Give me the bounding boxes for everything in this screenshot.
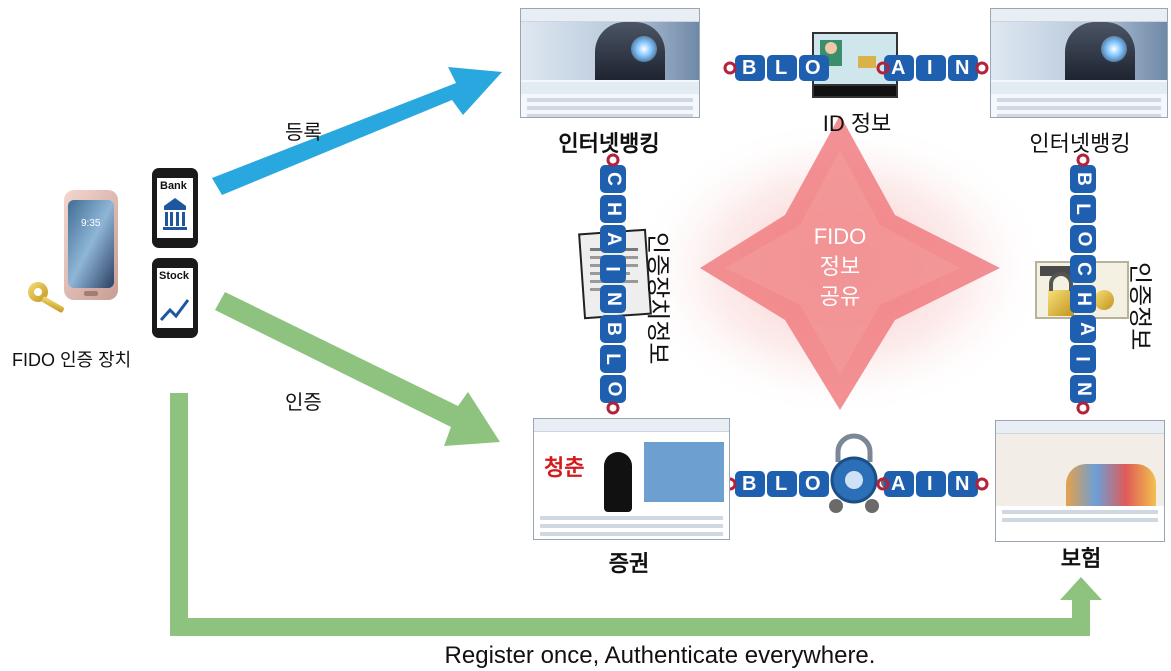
blockchain-chain-left <box>600 165 626 403</box>
tile-letter: I <box>601 266 623 272</box>
tile-letter: A <box>602 232 624 246</box>
tile-letter: A <box>891 57 906 79</box>
authenticate-label: 인증 <box>285 392 322 414</box>
tile-letter: A <box>891 473 906 495</box>
svg-text:9:35: 9:35 <box>81 218 101 229</box>
fido-smartphone: 9:35 <box>64 190 118 300</box>
tile-letter: O <box>805 473 821 495</box>
bank-app-label: Bank <box>160 180 187 192</box>
blockchain-chain-top <box>735 55 978 81</box>
banking-right-label: 인터넷뱅킹 <box>1029 131 1131 156</box>
banking-site-thumbnail-right <box>990 8 1168 118</box>
fido-share-line2: 정보 <box>819 254 861 279</box>
tile-letter: L <box>775 473 788 495</box>
tile-letter: C <box>602 172 624 186</box>
banking-site-thumbnail-left <box>520 8 700 118</box>
tile-letter: L <box>1071 203 1093 215</box>
fido-share-star-inner <box>725 150 960 375</box>
tile-letter: B <box>742 473 757 495</box>
register-arrow <box>212 67 502 195</box>
tile-letter: H <box>1072 292 1094 306</box>
tile-letter: A <box>1075 322 1097 336</box>
blockchain-chain-right <box>1070 165 1096 403</box>
tile-letter: I <box>927 57 933 79</box>
tile-letter: N <box>955 473 970 495</box>
securities-label: 증권 <box>608 551 650 576</box>
tile-letter: O <box>603 381 625 397</box>
slogan: Register once, Authenticate everywhere. <box>444 642 876 669</box>
insurance-label: 보험 <box>1060 546 1102 571</box>
stock-app-label: Stock <box>159 270 189 282</box>
blockchain-chain-bottom <box>735 471 978 497</box>
tile-letter: I <box>1071 356 1093 362</box>
tile-letter: L <box>775 57 788 79</box>
authenticate-arrow <box>215 292 500 446</box>
tile-letter: O <box>805 57 821 79</box>
banking-left-label: 인터넷뱅킹 <box>558 131 660 156</box>
device-info-vertical-label: 인증장치정보 <box>644 232 671 365</box>
tile-letter: H <box>602 202 624 216</box>
tile-letter: N <box>602 292 624 306</box>
bank-app-phone <box>152 168 198 248</box>
tile-letter: B <box>602 322 624 336</box>
id-info-label: ID 정보 <box>822 111 892 136</box>
tile-letter: C <box>1072 262 1094 276</box>
key-icon <box>28 282 65 313</box>
tile-letter: I <box>927 473 933 495</box>
tile-letter: N <box>955 57 970 79</box>
tile-letter: B <box>742 57 757 79</box>
fido-device-caption: FIDO 인증 장치 <box>12 350 132 370</box>
tile-letter: L <box>601 353 623 365</box>
fido-share-text: FIDO 정보 공유 <box>790 222 890 312</box>
chain-links <box>606 61 1090 491</box>
fido-share-line3: 공유 <box>819 284 861 309</box>
auth-info-vertical-label: 인증정보 <box>1126 262 1153 351</box>
insurance-site-thumbnail <box>995 420 1165 542</box>
fido-share-line1: FIDO <box>813 224 867 249</box>
stock-app-phone <box>152 258 198 338</box>
id-card-icon <box>812 32 898 98</box>
register-label: 등록 <box>285 122 322 144</box>
tile-letter: B <box>1072 172 1094 186</box>
tile-letter: O <box>1073 231 1095 247</box>
securities-site-thumbnail: 청춘 <box>533 418 730 540</box>
tile-letter: N <box>1072 382 1094 396</box>
